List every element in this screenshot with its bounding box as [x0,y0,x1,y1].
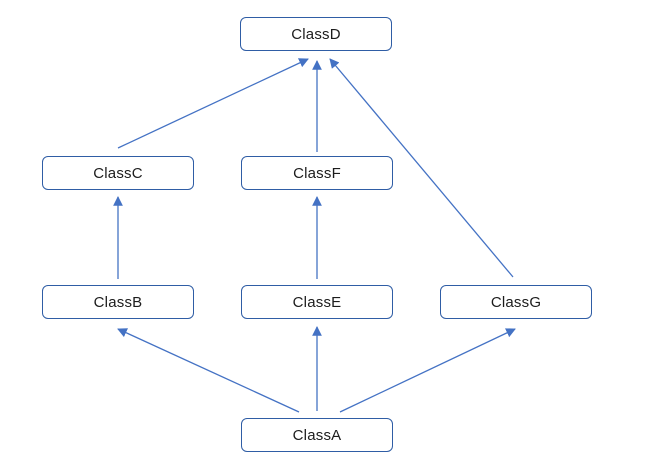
node-classg[interactable]: ClassG [440,285,592,319]
node-classg-label: ClassG [490,293,542,311]
node-classf[interactable]: ClassF [241,156,393,190]
node-classe[interactable]: ClassE [241,285,393,319]
node-classb[interactable]: ClassB [42,285,194,319]
edge-classa-to-classb-arrow [117,328,300,413]
node-classe-label: ClassE [292,293,342,311]
node-classb-label: ClassB [93,293,143,311]
node-classc[interactable]: ClassC [42,156,194,190]
node-classc-label: ClassC [93,164,143,182]
node-classa[interactable]: ClassA [241,418,393,452]
node-classd-label: ClassD [291,25,341,43]
node-classa-label: ClassA [292,426,342,444]
node-classf-label: ClassF [293,164,341,182]
edge-classa-to-classg-arrow [339,328,516,413]
edge-classc-to-classd-arrow [117,58,309,149]
edge-classg-to-classd-arrow [329,58,514,278]
node-classd[interactable]: ClassD [240,17,392,51]
